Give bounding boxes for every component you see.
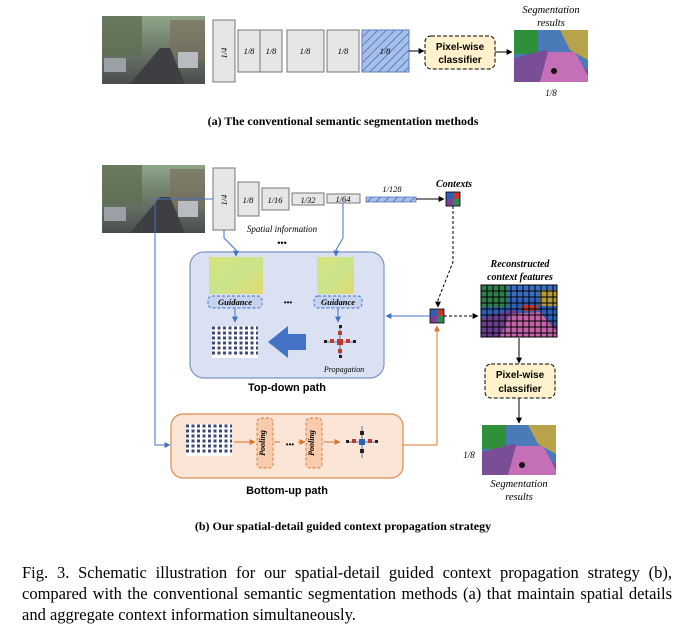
top-down-grid [212, 326, 258, 358]
guidance-label-1: Guidance [218, 297, 252, 307]
bottom-up-cross [346, 426, 378, 458]
caption-b: (b) Our spatial-detail guided context pr… [195, 519, 491, 533]
guidance-ellipsis: ••• [284, 298, 293, 307]
arrow-stage-1-to-guidance [223, 230, 239, 257]
result-b-title-1: Segmentation [490, 479, 547, 490]
result-b-title-2: results [505, 492, 533, 503]
stage-a-6: 1/8 [380, 46, 392, 56]
stage-b-6: 1/128 [382, 184, 402, 194]
stage-b-5: 1/64 [335, 194, 351, 204]
classifier-a-line2: classifier [438, 55, 481, 66]
propagation-label: Propagation [323, 365, 364, 374]
reconstructed-title-2: context features [487, 272, 553, 283]
top-down-path: Guidance Guidance ••• Propagation [189, 251, 385, 379]
classifier-b-line1: Pixel-wise [496, 370, 545, 381]
bottom-up-label: Bottom-up path [246, 485, 328, 497]
result-b-scale: 1/8 [463, 450, 475, 460]
stage-a-4: 1/8 [300, 46, 312, 56]
part-a-feature-stages: 1/4 1/8 1/8 1/8 1/8 1/8 [212, 19, 410, 83]
guidance-label-2: Guidance [321, 297, 355, 307]
stage-a-3: 1/8 [266, 46, 278, 56]
arrow-stage-5-to-guidance [333, 203, 344, 257]
bottom-up-path: Pooling ••• Pooling [170, 413, 404, 479]
part-b-feature-stages: 1/4 1/8 1/16 1/32 1/64 1/128 [212, 167, 417, 231]
arrow-contexts-to-fusion [435, 206, 454, 308]
propagation-cross [324, 325, 356, 358]
part-a-classifier: Pixel-wise classifier [424, 35, 496, 70]
stage-a-5: 1/8 [338, 46, 350, 56]
contexts-cell [445, 191, 461, 207]
arrow-bottom-up-to-fusion [403, 325, 440, 446]
classifier-b-line2: classifier [498, 384, 541, 395]
arrow-to-bottom-up [154, 198, 213, 448]
pooling-label-1: Pooling [258, 430, 267, 456]
pooling-ellipsis: ••• [286, 440, 295, 449]
result-a-scale: 1/8 [545, 88, 557, 98]
result-a-title-2: results [537, 18, 565, 29]
pooling-label-2: Pooling [307, 430, 316, 456]
stage-a-2: 1/8 [244, 46, 256, 56]
stage-b-4: 1/32 [300, 195, 316, 205]
fusion-cell [429, 308, 445, 324]
stage-a-1: 1/4 [219, 47, 229, 59]
part-b-classifier: Pixel-wise classifier [484, 363, 556, 399]
spatial-info-label: Spatial information [247, 224, 318, 234]
figure-caption: Fig. 3. Schematic illustration for our s… [22, 563, 672, 624]
reconstructed-grid [480, 284, 558, 338]
propagation-arrow [268, 326, 306, 358]
result-a-title-1: Segmentation [522, 5, 579, 16]
caption-a: (a) The conventional semantic segmentati… [208, 114, 479, 128]
part-a-result-image: Segmentation results 1/8 [514, 5, 588, 98]
reconstructed-title-1: Reconstructed [490, 259, 551, 270]
part-b-result-image [482, 425, 556, 475]
classifier-a-line1: Pixel-wise [436, 42, 485, 53]
spatial-info-ellipsis: ••• [277, 238, 286, 248]
stage-b-1: 1/4 [219, 194, 229, 206]
stage-b-2: 1/8 [243, 195, 255, 205]
contexts-label: Contexts [436, 179, 472, 190]
stage-b-3: 1/16 [267, 195, 283, 205]
top-down-label: Top-down path [248, 382, 326, 394]
part-a-input-image [102, 16, 205, 84]
